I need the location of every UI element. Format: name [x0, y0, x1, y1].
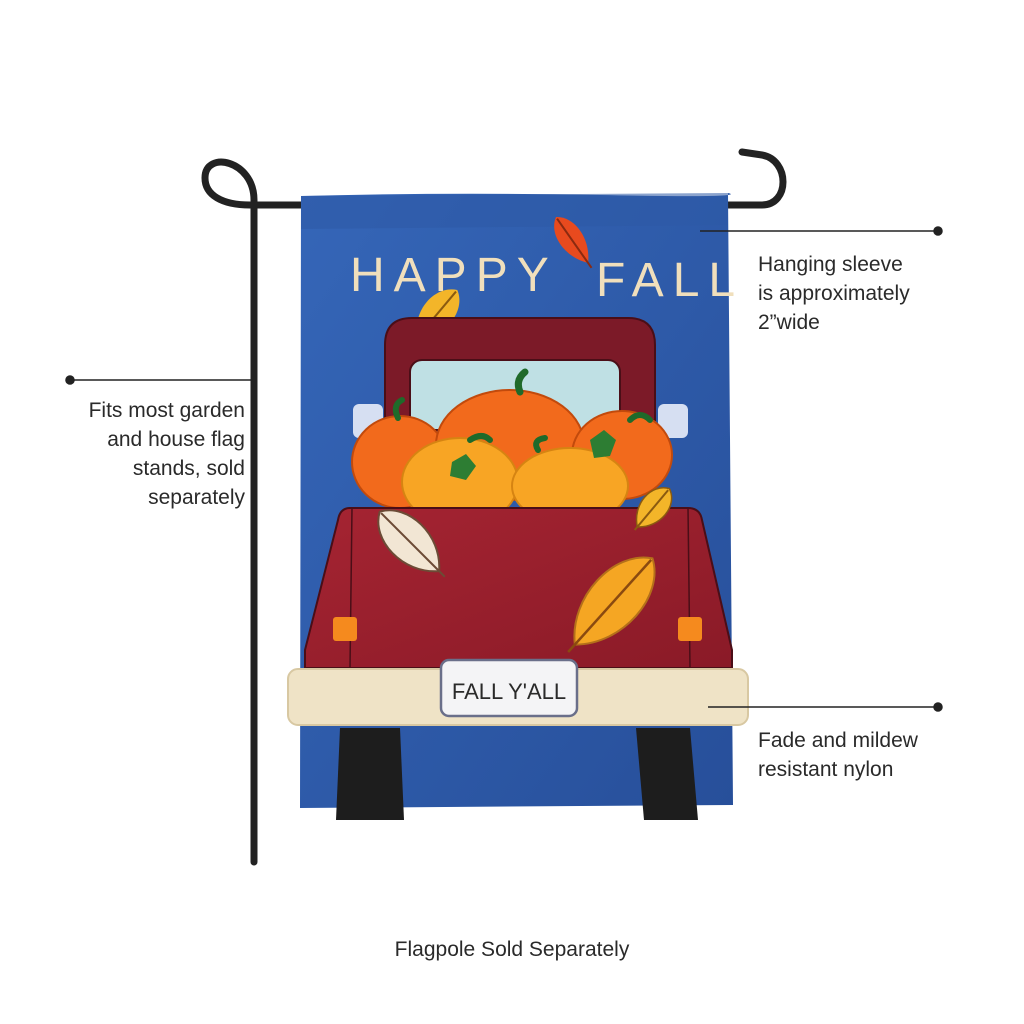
license-plate — [439, 658, 579, 718]
callout-line-text: and house flag — [107, 428, 245, 451]
callout-dot-stand — [65, 375, 75, 385]
callout-line-text: Hanging sleeve — [758, 253, 903, 276]
tire-right — [636, 728, 698, 820]
leaf-icon — [377, 509, 446, 578]
leaf-icon — [567, 556, 656, 653]
tail-light-left — [333, 617, 357, 641]
leaf-icon — [633, 487, 673, 531]
callout-line-text: Fits most garden — [88, 399, 245, 422]
leaf-icon — [554, 217, 593, 269]
callout-dot-nylon — [933, 702, 943, 712]
truck-illustration: FALL Y'ALL — [287, 317, 749, 820]
callout-line-text: separately — [148, 486, 245, 509]
truck-mirror-right — [658, 404, 688, 438]
license-plate-text: FALL Y'ALL — [452, 679, 566, 704]
footer-caption: Flagpole Sold Separately — [394, 938, 630, 961]
truck-body — [304, 507, 733, 669]
callout-dot-sleeve — [933, 226, 943, 236]
callout-line-text: is approximately — [758, 282, 910, 305]
callout-line-text: stands, sold — [132, 457, 245, 480]
headline-fall: FALL — [596, 254, 744, 307]
callout-line-text: 2”wide — [758, 311, 820, 334]
callout-line-text: resistant nylon — [758, 758, 894, 781]
callout-hanging-sleeve: Hanging sleeve is approximately 2”wide — [758, 250, 998, 337]
callout-material: Fade and mildew resistant nylon — [758, 726, 998, 784]
tail-light-right — [678, 617, 702, 641]
callout-line-text: Fade and mildew — [758, 729, 918, 752]
callout-lines — [65, 226, 943, 712]
tire-left — [336, 728, 404, 820]
callout-stand-compatibility: Fits most garden and house flag stands, … — [40, 396, 245, 512]
garden-flag: HAPPY FALL — [287, 193, 749, 820]
pumpkin-icon — [511, 435, 629, 525]
pumpkin-icon — [401, 433, 519, 527]
